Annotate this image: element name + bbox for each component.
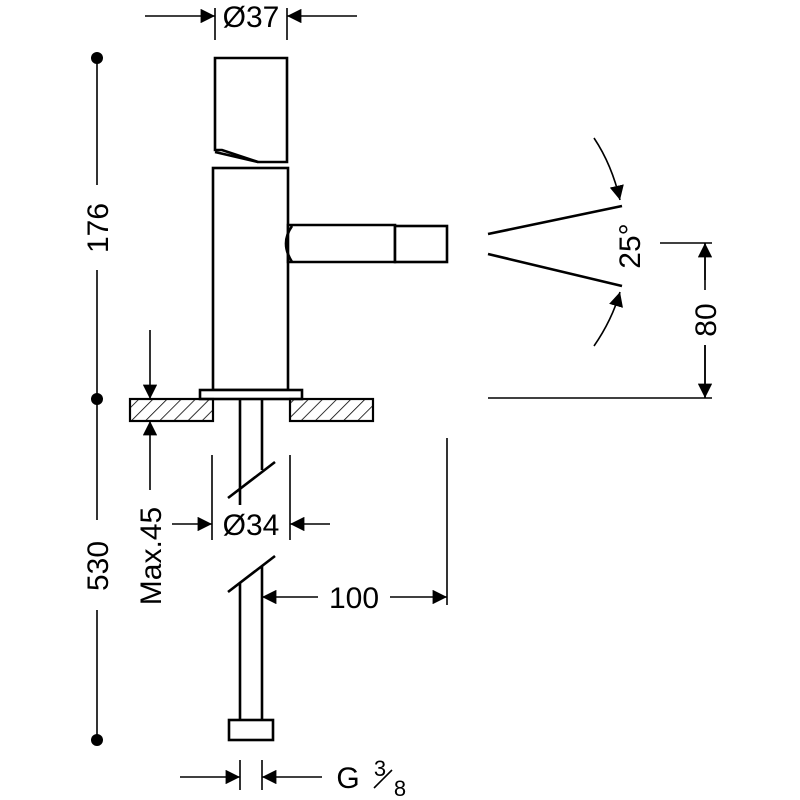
- dim-max-thickness-label: Max.45: [135, 507, 168, 605]
- dim-max-thickness: Max.45: [135, 330, 168, 605]
- dim-pipe-diameter-label: Ø34: [223, 509, 280, 542]
- feed-pipe: [227, 399, 276, 742]
- faucet-base-flange: [198, 388, 304, 401]
- dim-thread: G 3 8: [180, 756, 406, 800]
- faucet-body: [198, 56, 449, 401]
- dim-thread-g: G: [336, 762, 359, 795]
- dim-spout-height-label: 80: [690, 303, 723, 336]
- dim-pipe-diameter: Ø34: [172, 455, 330, 542]
- pipe-connector: [227, 718, 275, 742]
- dim-thread-numerator: 3: [374, 756, 386, 781]
- dim-point-top: [91, 52, 103, 64]
- faucet-handle: [213, 56, 289, 164]
- countertop-left: [128, 397, 215, 423]
- countertop: [128, 397, 375, 423]
- dim-height-lower-label: 530: [82, 541, 115, 591]
- faucet-column: [211, 166, 290, 392]
- dim-point-bottom: [91, 734, 103, 746]
- faucet-aerator: [393, 224, 449, 264]
- dim-height-upper-label: 176: [82, 203, 115, 253]
- dim-thread-denominator: 8: [394, 776, 406, 800]
- dim-point-counter: [91, 393, 103, 405]
- dim-spout-reach: 100: [262, 438, 448, 615]
- dim-spout-height: 80: [488, 242, 723, 399]
- dim-height-chain: 176 530: [82, 52, 115, 746]
- dim-spout-reach-label: 100: [329, 582, 379, 615]
- dim-spray-angle-label: 25°: [614, 223, 647, 268]
- faucet-spout: [286, 223, 397, 264]
- countertop-right: [288, 397, 375, 423]
- dim-top-diameter: Ø37: [145, 1, 357, 40]
- dim-top-diameter-label: Ø37: [223, 1, 280, 34]
- dim-spray-angle: 25°: [487, 137, 647, 347]
